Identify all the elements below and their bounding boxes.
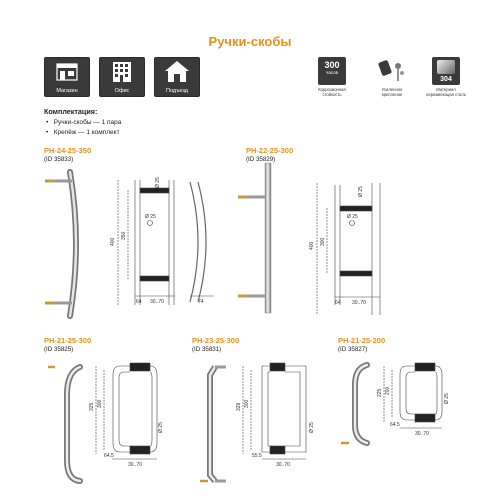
dim-total-height: 329 <box>236 402 242 411</box>
product-id: (ID 35827) <box>338 346 368 353</box>
app-label-office: Офис <box>114 88 130 94</box>
dim-depth: 55.5 <box>252 453 262 459</box>
screws-icon <box>378 57 406 85</box>
product-id: (ID 35825) <box>44 346 74 353</box>
dim-inner-height: 350 <box>121 231 127 240</box>
dim-diameter: Ø 25 <box>309 422 315 433</box>
house-entrance-icon <box>165 61 189 82</box>
dim-total-height: 325 <box>89 402 95 411</box>
dim-pitch: 30..70 <box>352 300 366 306</box>
completeness-item-text: Ручки-скобы — 1 пара <box>53 119 122 126</box>
dim-diameter: Ø 25 <box>347 214 358 220</box>
steel-badge-icon: 304 <box>432 57 460 85</box>
dim-inner-height: 200 <box>385 386 391 395</box>
dim-pitch: 30..70 <box>150 299 164 305</box>
dim-side-diameter: Ø 25 <box>358 186 364 197</box>
office-building-icon <box>113 62 131 82</box>
product-code: PH-21-25-300 <box>44 336 92 345</box>
dim-diameter: Ø 25 <box>444 393 450 404</box>
dim-depth: 64.5 <box>104 453 114 459</box>
dim-depth: 64.5 <box>390 422 400 428</box>
dim-total-height: 400 <box>110 237 116 246</box>
dim-depth: 64 <box>335 300 341 306</box>
corrosion-badge-unit: часов <box>325 70 339 75</box>
dim-side-diameter: Ø 25 <box>155 177 161 188</box>
app-office: Офис <box>99 57 145 97</box>
dim-diameter: Ø 25 <box>145 214 156 220</box>
product-code: PH-24-25-350 <box>44 146 92 155</box>
dim-diameter: Ø 25 <box>158 422 164 433</box>
technical-drawing <box>95 362 158 460</box>
completeness-item: • Ручки-скобы — 1 пара <box>46 119 122 126</box>
corrosion-badge-icon: 300 часов <box>318 57 346 85</box>
shop-icon <box>56 63 78 81</box>
product-photo <box>45 169 79 319</box>
dim-total-height: 400 <box>309 241 315 250</box>
product-photo <box>238 162 272 314</box>
feature-text-corrosion: Коррозионная стойкость <box>318 87 346 97</box>
dim-total-height: 225 <box>377 388 383 397</box>
product-code: PH-22-25-300 <box>246 146 294 155</box>
app-label-entrance: Подъезд <box>166 88 188 94</box>
steel-badge-value: 304 <box>440 76 452 83</box>
product-photo <box>200 365 226 483</box>
page-title: Ручки-скобы <box>208 34 292 49</box>
feature-material: 304 Материал нержавеющая сталь <box>426 57 466 97</box>
completeness-title: Комплектация: <box>44 107 98 116</box>
corrosion-badge-value: 300 <box>324 60 340 70</box>
app-entrance: Подъезд <box>154 57 200 97</box>
app-shop: Магазин <box>44 57 90 97</box>
technical-drawing <box>242 362 307 460</box>
app-label-shop: Магазин <box>56 88 78 94</box>
feature-corrosion: 300 часов Коррозионная стойкость <box>312 57 352 97</box>
dim-pitch: 30..70 <box>415 431 429 437</box>
product-code: PH-21-25-200 <box>338 336 386 345</box>
technical-drawing <box>383 362 443 429</box>
feature-text-mounting: Усиленное крепление <box>381 87 403 97</box>
dim-pitch: 30..70 <box>128 462 142 468</box>
technical-drawing <box>117 180 214 305</box>
feature-text-material: Материал нержавеющая сталь <box>426 87 466 97</box>
product-id: (ID 35831) <box>192 346 222 353</box>
feature-mounting: Усиленное крепление <box>372 57 412 97</box>
product-code: PH-23-25-300 <box>192 336 240 345</box>
dim-depth: 64 <box>136 299 142 305</box>
dim-inner-height: 300 <box>244 399 250 408</box>
technical-drawing <box>316 183 381 315</box>
product-photo <box>341 362 370 446</box>
product-id: (ID 35829) <box>246 156 276 163</box>
dim-curve: 74 <box>198 299 204 305</box>
completeness-item-text: Крепёж — 1 комплект <box>53 129 120 136</box>
dim-pitch: 30..70 <box>276 462 290 468</box>
product-id: (ID 35833) <box>44 156 74 163</box>
product-photo <box>48 364 83 484</box>
completeness-item: • Крепёж — 1 комплект <box>46 129 120 136</box>
dim-inner-height: 300 <box>97 399 103 408</box>
dim-inner-height: 300 <box>320 237 326 246</box>
